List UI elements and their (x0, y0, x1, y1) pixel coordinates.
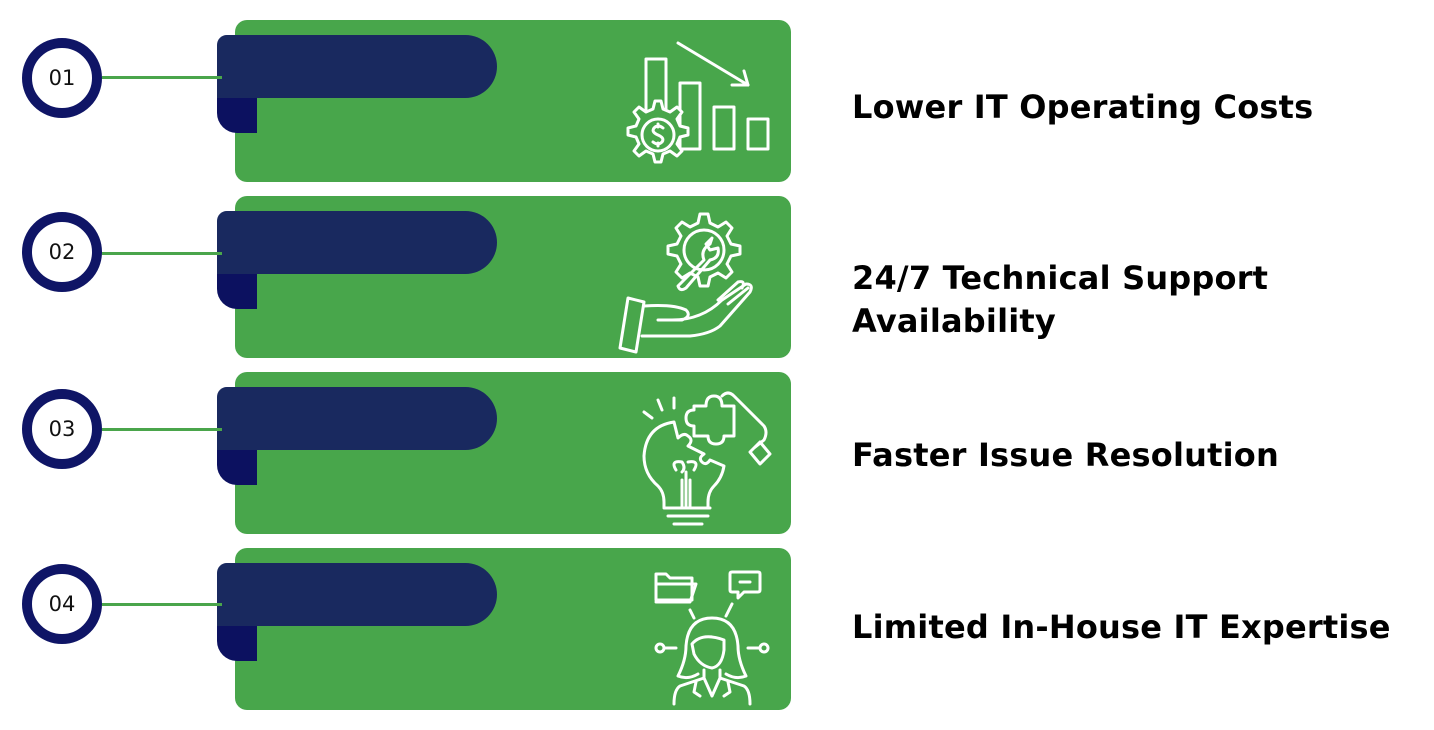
connector-line (102, 252, 222, 255)
step-number-badge: 04 (22, 564, 102, 644)
title-text-line-1: 24/7 Technical Support (852, 259, 1269, 297)
title-text: Limited In-House IT Expertise (852, 608, 1391, 646)
item-title: Faster Issue Resolution (852, 434, 1279, 477)
step-number: 01 (48, 66, 76, 90)
hand-gear-support-icon (618, 212, 753, 354)
item-row-2: 02 24/7 Technical Support Availability (0, 196, 1434, 358)
item-row-3: 03 Faster Issue Resolution (0, 372, 1434, 534)
navy-tab (217, 211, 497, 274)
item-row-4: 04 Limited In-House IT Expertise (0, 548, 1434, 710)
item-title: 24/7 Technical Support Availability (852, 257, 1268, 343)
step-number-badge: 02 (22, 212, 102, 292)
lightbulb-puzzle-icon (642, 391, 772, 526)
cost-reduction-icon (626, 41, 770, 164)
step-number: 04 (48, 592, 76, 616)
person-network-icon (654, 570, 770, 706)
item-title: Lower IT Operating Costs (852, 86, 1313, 129)
step-number: 03 (48, 417, 76, 441)
connector-line (102, 428, 222, 431)
navy-tab (217, 35, 497, 98)
step-number-badge: 03 (22, 389, 102, 469)
step-number: 02 (48, 240, 76, 264)
connector-line (102, 76, 222, 79)
item-row-1: 01 Lower IT Operating Costs (0, 20, 1434, 182)
title-text: Lower IT Operating Costs (852, 88, 1314, 126)
step-number-badge: 01 (22, 38, 102, 118)
title-text-line-2: Availability (852, 302, 1056, 340)
title-text: Faster Issue Resolution (852, 436, 1279, 474)
navy-tab (217, 563, 497, 626)
connector-line (102, 603, 222, 606)
navy-tab (217, 387, 497, 450)
item-title: Limited In-House IT Expertise (852, 606, 1391, 649)
